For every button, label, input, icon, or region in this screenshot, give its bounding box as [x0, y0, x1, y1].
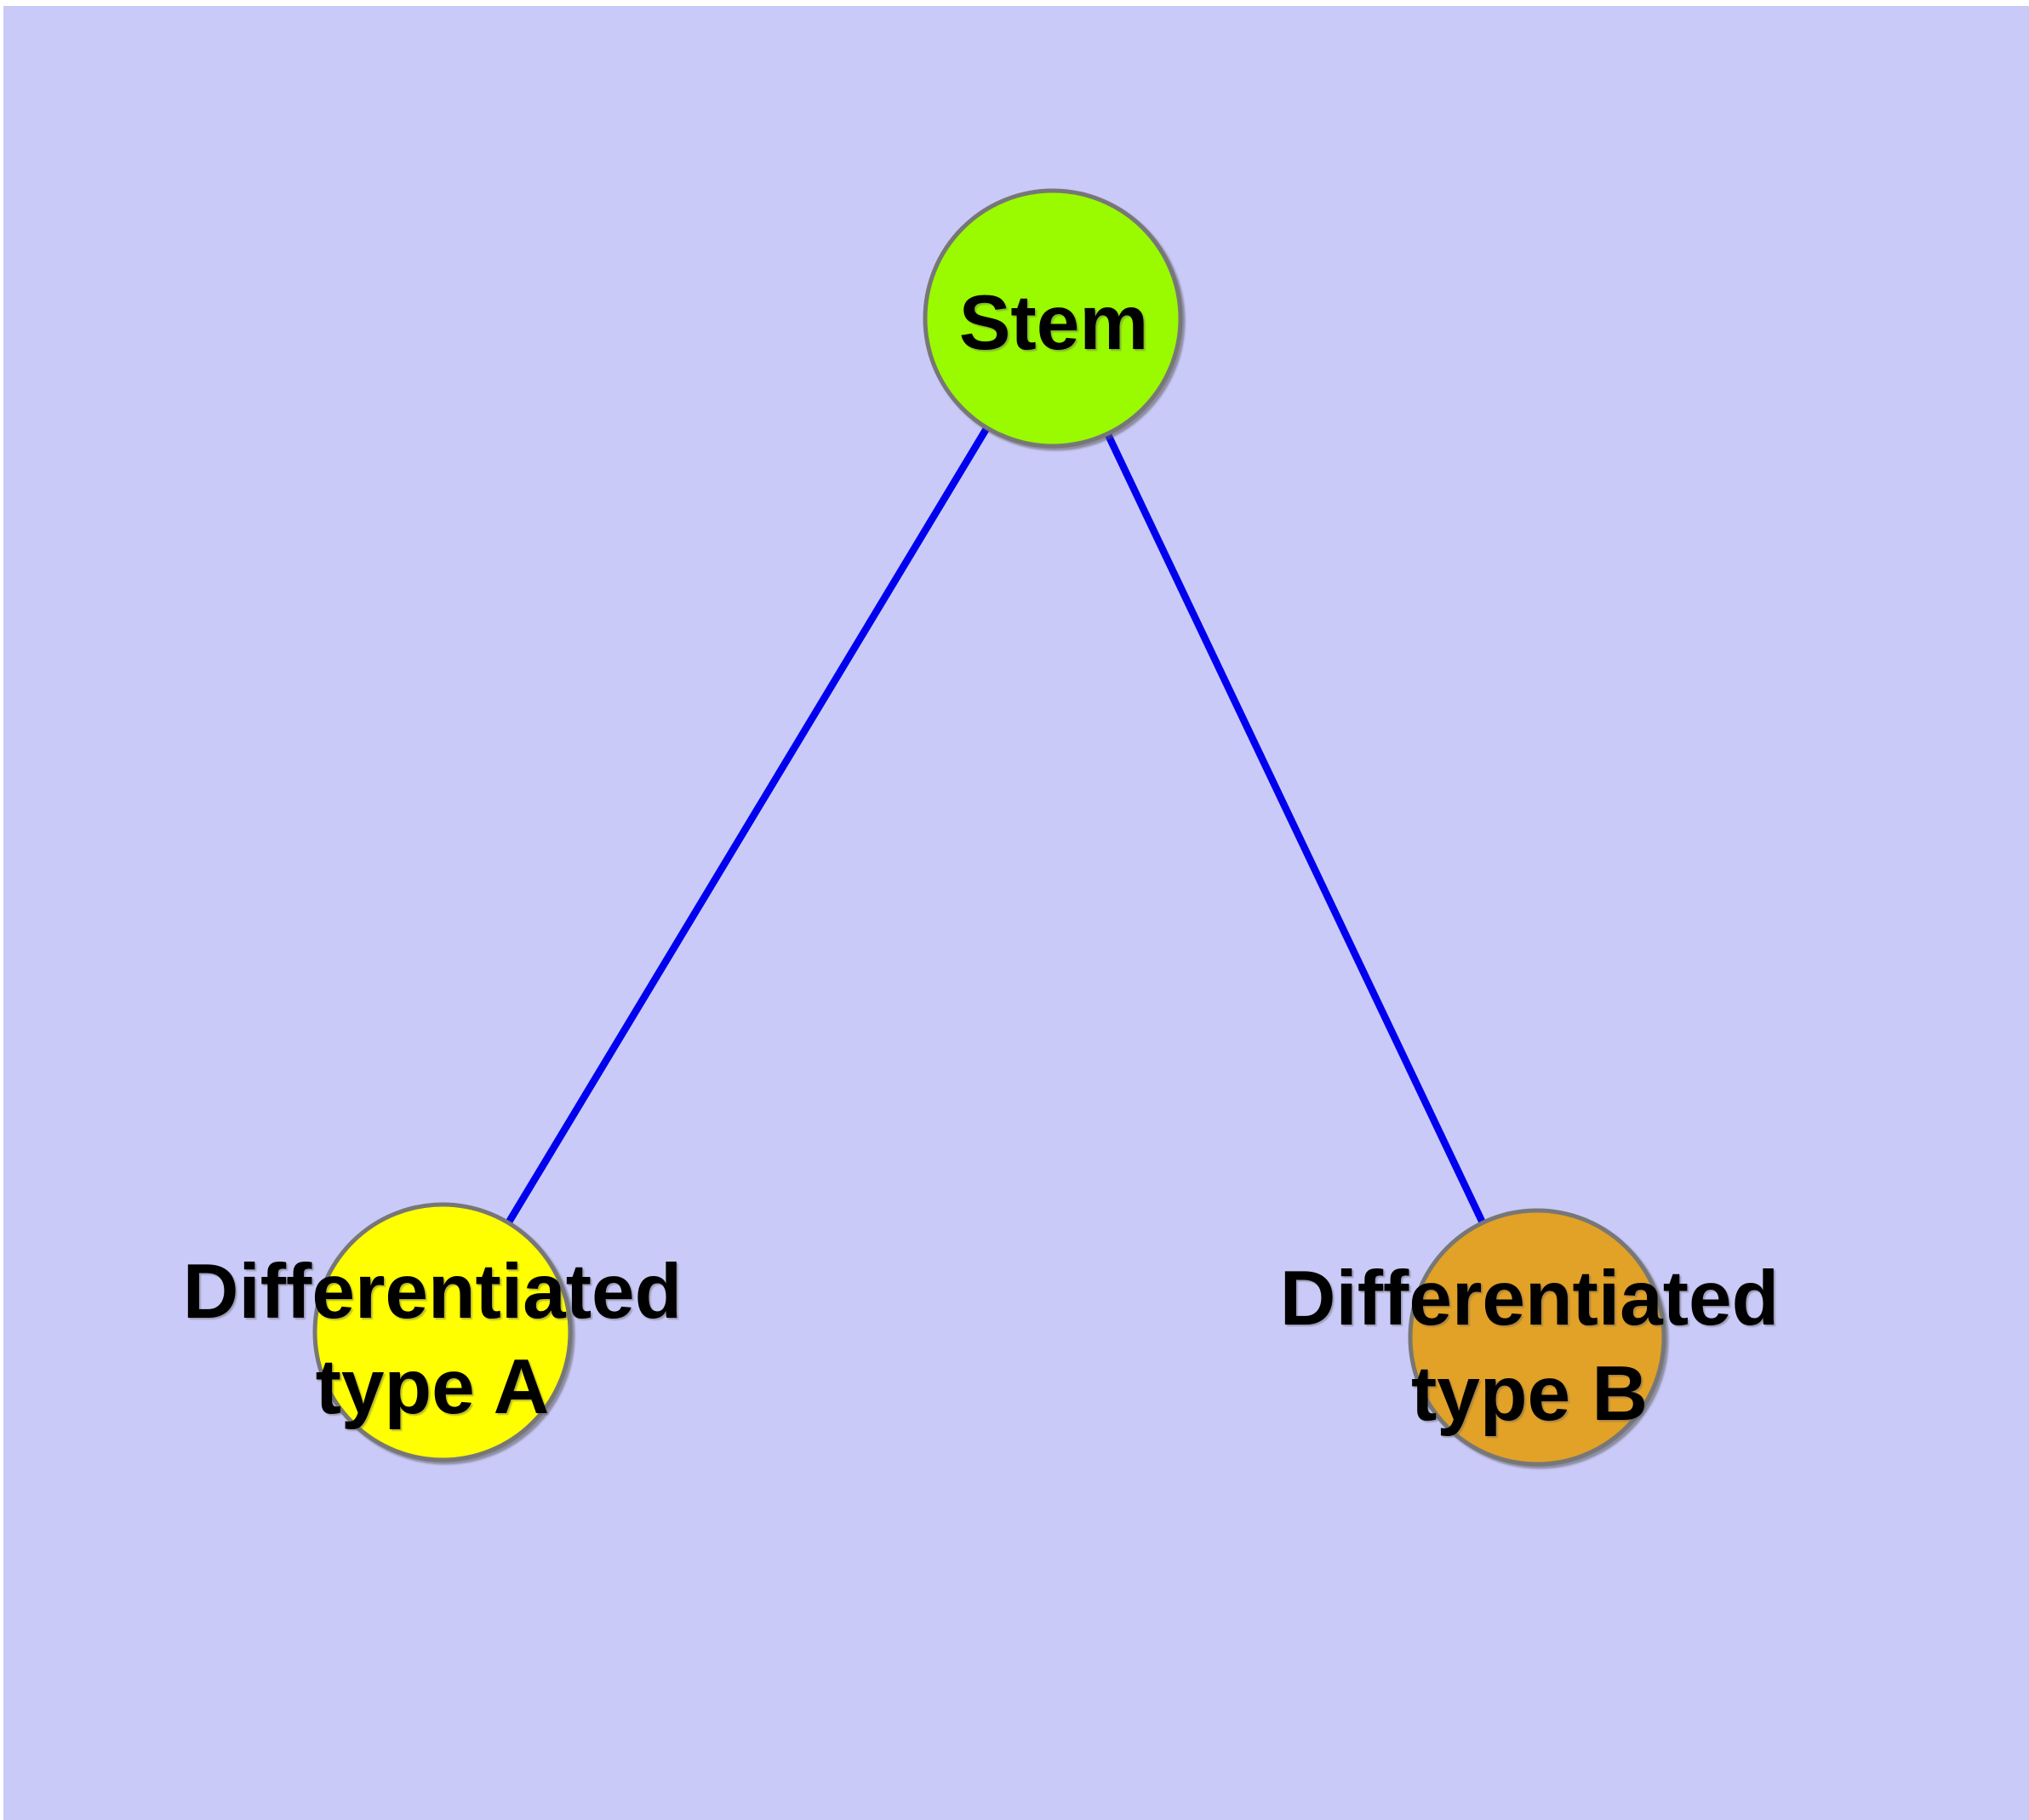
- node-stem-label: Stem: [959, 280, 1149, 366]
- node-stem-circle: [923, 188, 1183, 449]
- node-type-b-label-line2: type B: [1411, 1351, 1648, 1437]
- edge-stem-to-type-a: [438, 314, 1057, 1336]
- node-type-a-label-line1: Differentiated: [183, 1249, 683, 1335]
- node-type-b-label-line1: Differentiated: [1280, 1256, 1780, 1342]
- node-type-a-label-line2: type A: [316, 1344, 550, 1430]
- node-type-b-circle: [1408, 1208, 1666, 1467]
- node-type-a-circle: [312, 1202, 573, 1462]
- edge-stem-to-type-b: [1049, 314, 1541, 1342]
